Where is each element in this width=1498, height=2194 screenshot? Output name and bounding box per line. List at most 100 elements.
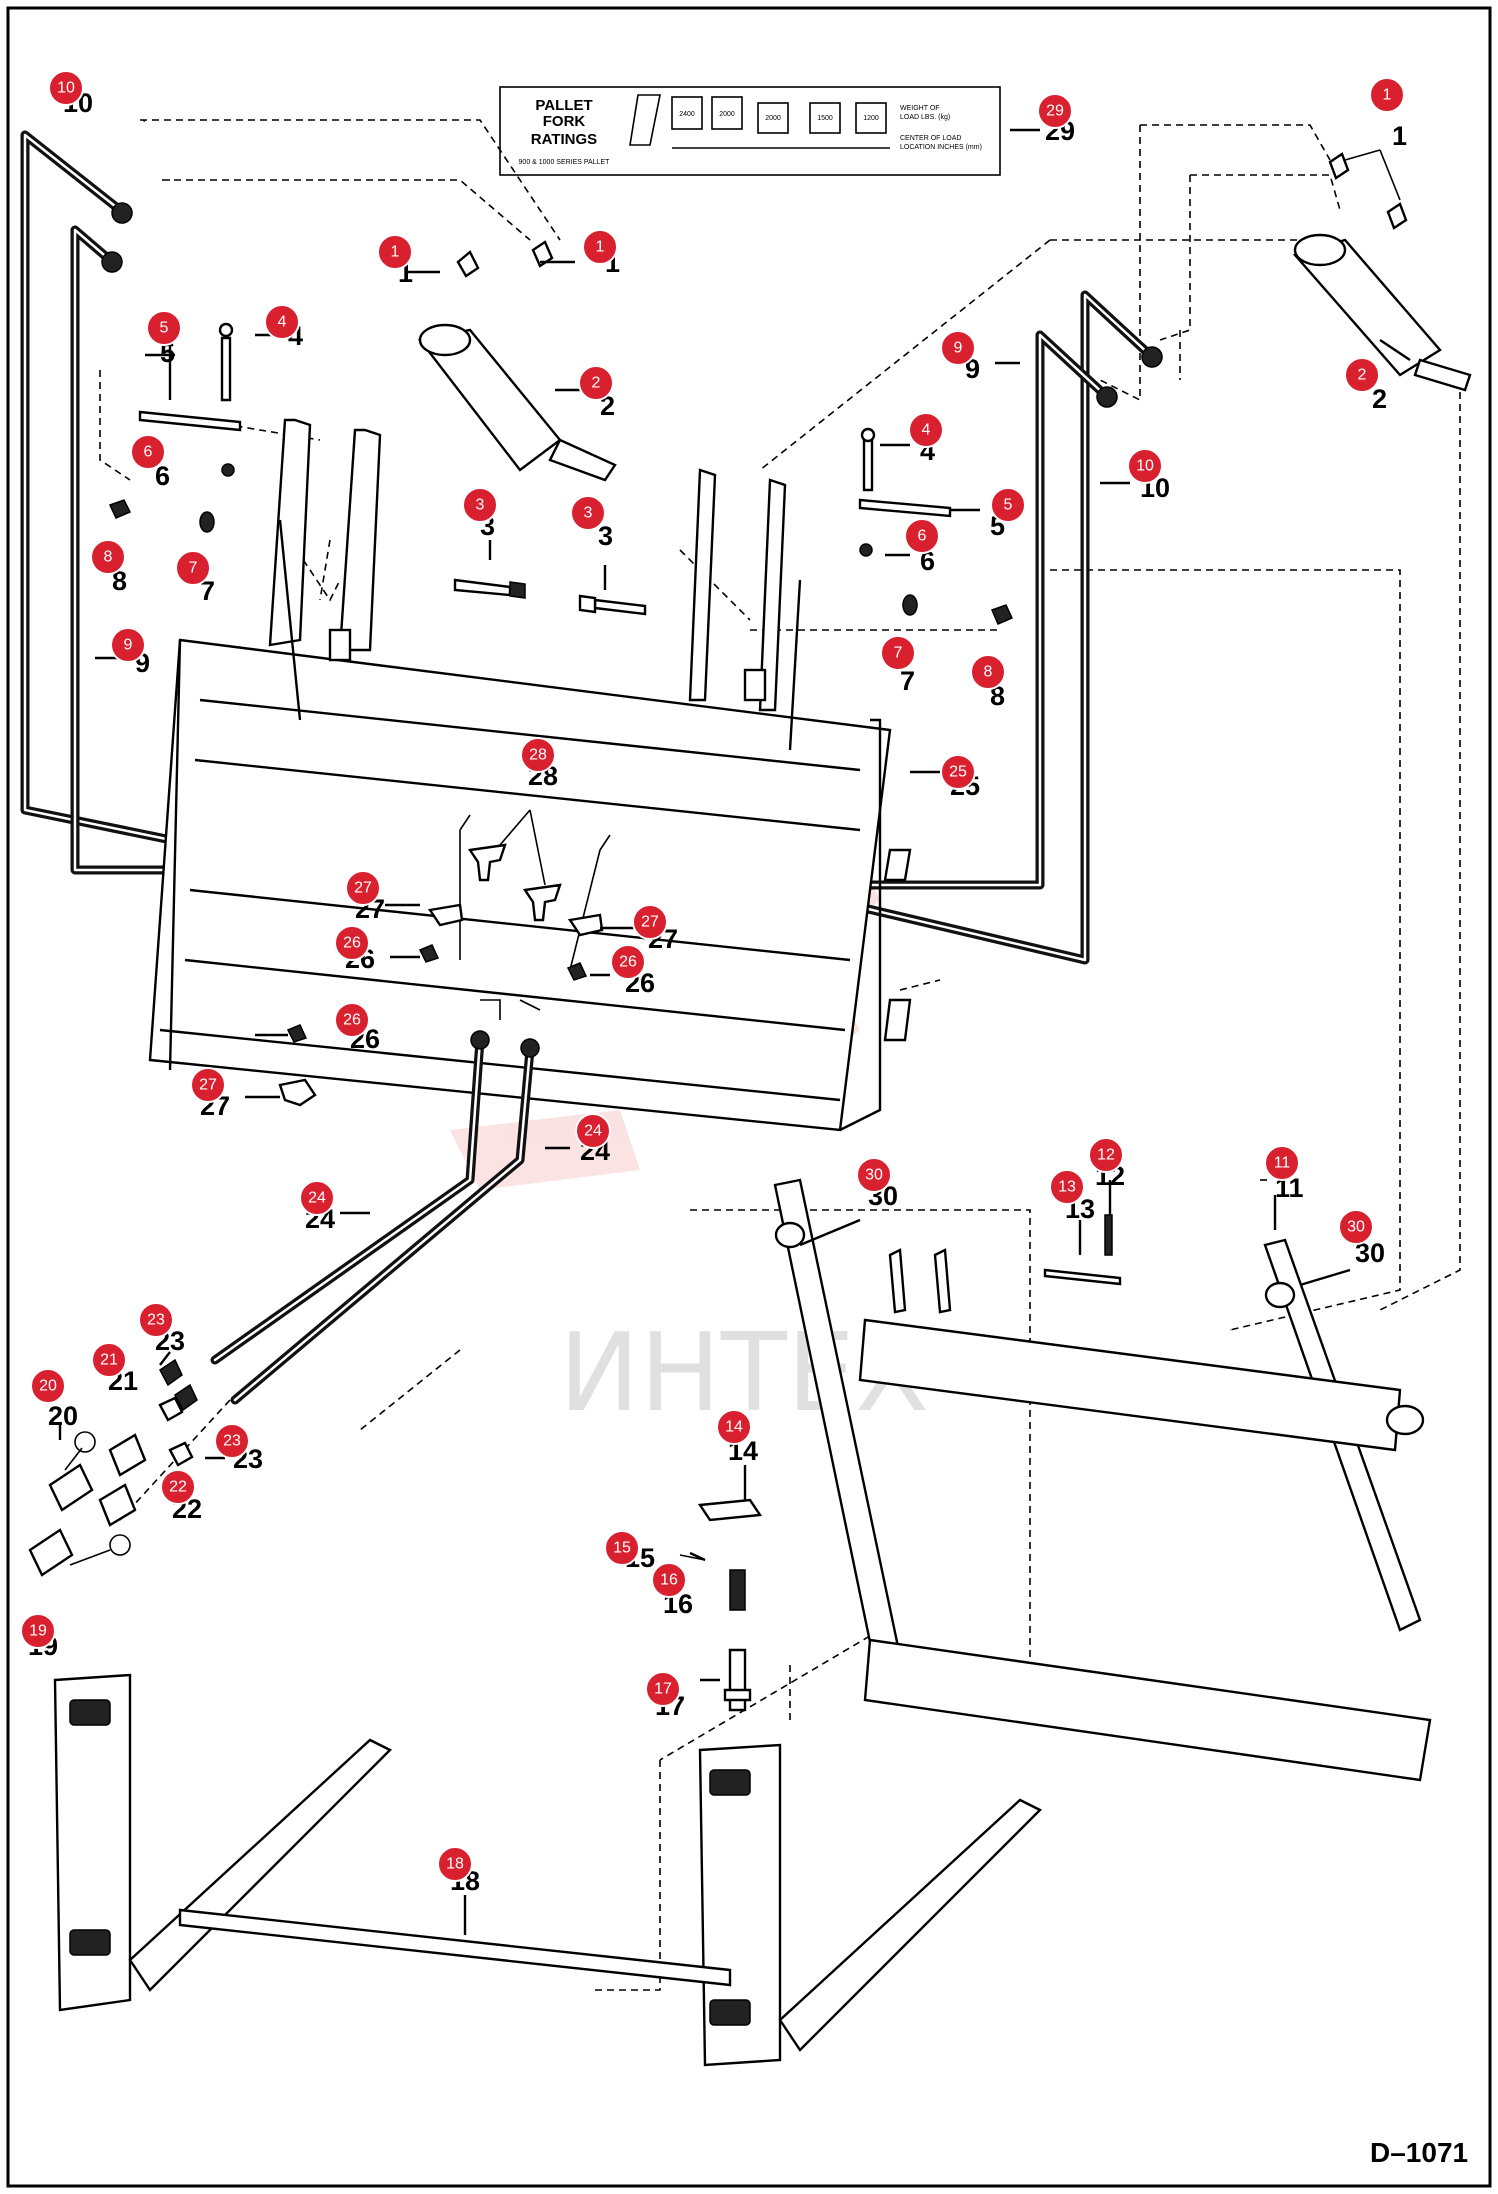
decal-weight-label-2: LOAD LBS. (kg) [900,114,950,121]
pin-left-5 [138,410,242,432]
svg-text:27: 27 [641,914,659,931]
badge-1b: 1 [582,229,618,265]
badge-26c: 26 [334,1002,370,1038]
num-8a: 8 [112,566,127,596]
badge-10b: 10 [1127,448,1163,484]
decal-box-2: 2000 [719,111,735,118]
cylinder-right [1292,233,1472,392]
svg-text:1: 1 [596,239,605,256]
decal-series: 900 & 1000 SERIES PALLET [519,159,611,166]
badge-24b: 24 [299,1180,335,1216]
washer-right-7 [902,594,918,616]
badge-19: 19 [20,1613,56,1649]
svg-text:3: 3 [584,505,593,522]
svg-text:7: 7 [894,645,903,662]
decal-weight-label-1: WEIGHT OF [900,105,940,112]
clamps-27 [278,903,604,1107]
decal-center-label-1: CENTER OF LOAD [900,135,961,142]
badge-15: 15 [604,1530,640,1566]
badge-21: 21 [91,1342,127,1378]
svg-text:4: 4 [278,314,287,331]
svg-text:19: 19 [29,1623,47,1640]
hose-left-outer [20,130,225,855]
fork-carriage [773,1178,1432,1782]
ratings-decal: PALLET FORK RATINGS 900 & 1000 SERIES PA… [499,86,1001,176]
badge-8a: 8 [90,539,126,575]
svg-text:6: 6 [918,528,927,545]
washer-left-7 [199,511,215,533]
num-6a: 6 [155,461,170,491]
badge-4b: 4 [908,412,944,448]
pin-right-5 [858,498,952,518]
quick-couplers [28,1358,198,1577]
badge-29: 29 [1037,93,1073,129]
decal-title-line-1: PALLET [535,97,592,114]
coupler-28 [459,809,611,971]
badge-26a: 26 [334,925,370,961]
nut-right-8 [990,604,1014,625]
num-2b: 2 [1372,384,1387,414]
decal-title-line-3: RATINGS [531,131,597,148]
badge-14: 14 [716,1409,752,1445]
badge-7a: 7 [175,550,211,586]
badge-28: 28 [520,737,556,773]
cylinder-pins [456,149,1408,278]
num-3b: 3 [598,521,613,551]
svg-text:10: 10 [57,80,75,97]
badge-8b: 8 [970,654,1006,690]
svg-text:26: 26 [343,935,361,952]
num-7a: 7 [200,576,215,606]
svg-text:17: 17 [654,1681,672,1698]
badge-26b: 26 [610,944,646,980]
svg-text:6: 6 [144,444,153,461]
svg-text:2: 2 [592,375,601,392]
svg-text:18: 18 [446,1856,464,1873]
badge-16: 16 [651,1562,687,1598]
svg-text:27: 27 [199,1077,217,1094]
svg-text:2: 2 [1358,367,1367,384]
num-20: 20 [48,1401,78,1431]
hose-right-outer [825,290,1155,965]
drawing-reference: D–1071 [1370,2137,1468,2168]
svg-text:16: 16 [660,1572,678,1589]
badge-6a: 6 [130,434,166,470]
badge-12: 12 [1088,1137,1124,1173]
badge-2b: 2 [1344,357,1380,393]
num-7b: 7 [900,666,915,696]
badge-30a: 30 [856,1157,892,1193]
badge-23a: 23 [138,1302,174,1338]
badge-24a: 24 [575,1113,611,1149]
hose-right-inner [825,330,1110,890]
badge-11: 11 [1264,1145,1300,1181]
callout-badges: 10 5 4 6 1 1 2 8 7 9 3 3 29 1 2 9 10 4 5… [20,70,1405,1882]
pallet-fork-right [698,1743,1043,2067]
svg-text:13: 13 [1058,1179,1076,1196]
svg-text:7: 7 [189,560,198,577]
pallet-fork-left [53,1673,393,2012]
cotter-left-6 [221,463,235,477]
svg-text:28: 28 [529,747,547,764]
svg-text:26: 26 [619,954,637,971]
svg-text:5: 5 [1004,497,1013,514]
svg-text:23: 23 [147,1312,165,1329]
fork-crossbar [178,1908,732,1987]
mount-ears [268,418,802,751]
badge-27a: 27 [345,870,381,906]
svg-text:23: 23 [223,1433,241,1450]
svg-text:5: 5 [160,320,169,337]
hoses-24 [210,999,541,1405]
badge-9a: 9 [110,627,146,663]
svg-text:20: 20 [39,1378,57,1395]
lock-pin-assembly [679,1498,763,1712]
decal-box-1: 2400 [679,111,695,118]
svg-text:14: 14 [725,1419,743,1436]
svg-text:12: 12 [1097,1147,1115,1164]
svg-text:10: 10 [1136,458,1154,475]
bolt-3b [578,594,647,616]
badge-6b: 6 [904,518,940,554]
svg-text:24: 24 [308,1190,326,1207]
svg-text:1: 1 [1383,87,1392,104]
svg-text:30: 30 [1347,1219,1365,1236]
num-1c: 1 [1392,121,1407,151]
